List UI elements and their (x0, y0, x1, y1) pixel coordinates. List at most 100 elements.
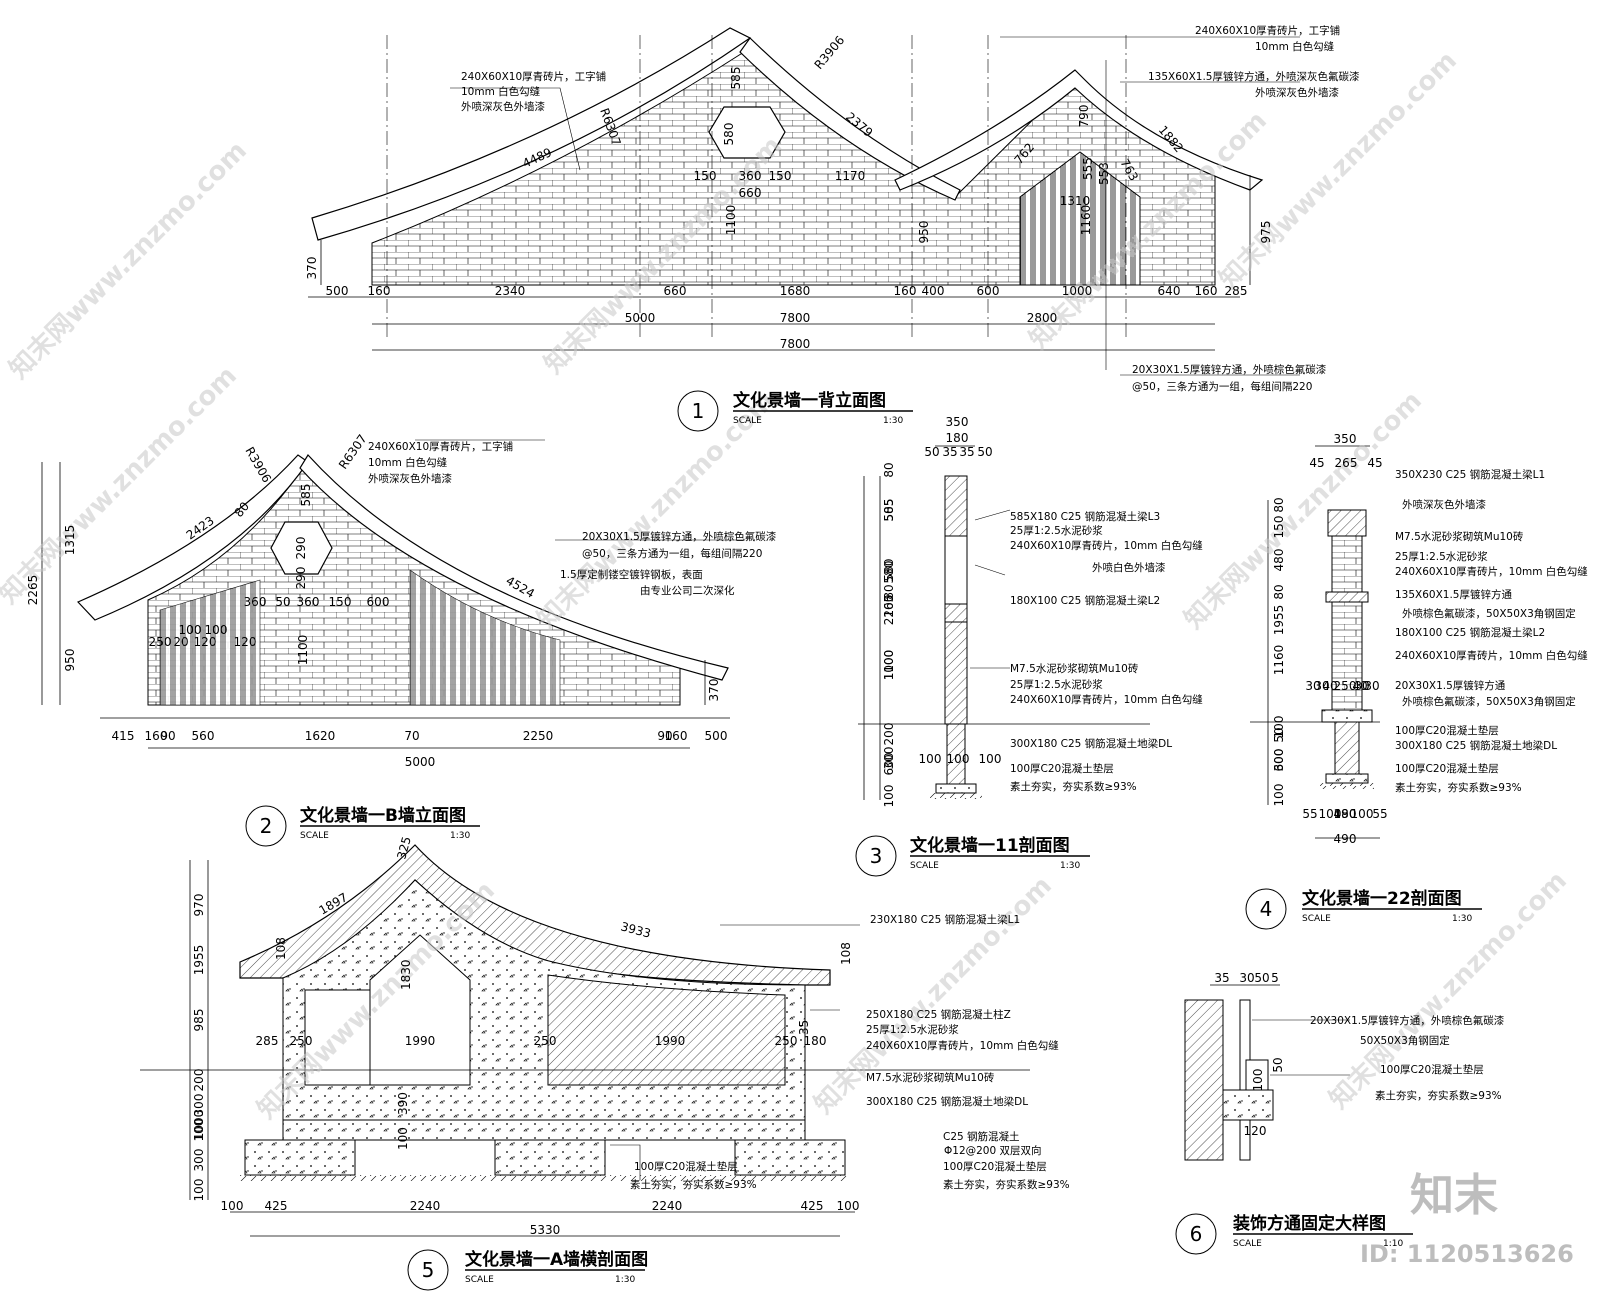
d5-dim-325: 325 (394, 835, 413, 861)
d3-dim-bottom-1: 100 (947, 752, 970, 766)
d2-dim-360b: 360 (297, 595, 320, 609)
d5-dim-row-1: 250 (290, 1034, 313, 1048)
d2-dim-bottom-2: 90 (160, 729, 175, 743)
d1-note-left-0: 240X60X10厚青砖片，工字铺 (461, 70, 606, 83)
d1-dim-bottom-2: 2340 (495, 284, 526, 298)
d5-dim-row-4: 1990 (655, 1034, 686, 1048)
d5-dim-total: 5330 (530, 1223, 561, 1237)
d6-dim-top-1: 30 (1239, 971, 1254, 985)
d2-note-top-1: 10mm 白色勾缝 (368, 456, 448, 469)
d2-dim-150: 150 (329, 595, 352, 609)
d1-dim-bottom-0: 500 (326, 284, 349, 298)
d6-title: 装饰方通固定大样图 (1232, 1213, 1386, 1234)
d4-dim-mid-4: 250 (1334, 679, 1357, 693)
d2-dim-120b: 120 (234, 635, 257, 649)
d2-dim-bottom-3: 560 (192, 729, 215, 743)
d3-wall-upper (944, 535, 968, 605)
d4-dim-bottom-3: 100 (1351, 807, 1374, 821)
d3-note-0: 585X180 C25 钢筋混凝土梁L3 (1010, 510, 1160, 523)
d2-note-right-2: 1.5厚定制镂空镀锌钢板，表面 (560, 568, 703, 581)
d5-dim-100: 100 (396, 1127, 410, 1150)
d5-dim-left-4: 300 (192, 1094, 206, 1117)
d3-dim-350: 350 (946, 415, 969, 429)
d5-dim-1830: 1830 (399, 959, 413, 990)
d3-dim-left-2: 585 (882, 499, 896, 522)
d5-footing-right (734, 1139, 846, 1176)
d4-dim-mid-6: 30 (1364, 679, 1379, 693)
d3-beam-l2 (944, 603, 968, 623)
d1-dim-bottom-5: 160 (894, 284, 917, 298)
d4-dim-left-7: 50 (1272, 727, 1286, 742)
d5-dim-left-3: 200 (192, 1069, 206, 1092)
d2-dim-120a: 120 (194, 635, 217, 649)
d5-dim-row-3: 250 (534, 1034, 557, 1048)
d2-dim-100b: 100 (205, 623, 228, 637)
d1-dim-150a: 150 (694, 169, 717, 183)
d3-dim-top-0: 50 (924, 445, 939, 459)
d2-slat-panel-left (159, 579, 261, 706)
d2-scale: 1:30 (450, 831, 470, 841)
d4-dim-bottom-2: 180 (1334, 807, 1357, 821)
d4-wall-lower (1331, 601, 1363, 711)
d1-dim-total-2: 7800 (780, 311, 811, 325)
d1-dim-1310: 1310 (1060, 194, 1091, 208)
d1-roof-right (739, 37, 961, 201)
d3-dim-180: 180 (946, 431, 969, 445)
d4-note-10: 外喷棕色氟碳漆，50X50X3角钢固定 (1402, 695, 1576, 708)
d2-radius-left: R3906 (242, 445, 274, 486)
d1-radius-right: R3906 (812, 33, 848, 72)
d4-number-circle (1245, 888, 1287, 930)
d1-dim-950: 950 (917, 221, 931, 244)
d6-note-1: 50X50X3角钢固定 (1360, 1034, 1450, 1047)
d3-dim-left-0: 80 (882, 462, 896, 477)
d5-scale: 1:30 (615, 1275, 635, 1285)
d1-title: 文化景墙一背立面图 (733, 390, 886, 411)
d5-dim-left-2: 985 (192, 1009, 206, 1032)
d4-beam-l2 (1325, 591, 1369, 603)
d4-dim-top-2: 45 (1367, 456, 1382, 470)
d2-note-right-0: 20X30X1.5厚镀锌方通，外喷棕色氟碳漆 (582, 530, 777, 543)
d1-dim-360: 360 (739, 169, 762, 183)
drawing-5-a-wall-section (140, 844, 1030, 1237)
d3-dim-left-7: 1100 (882, 650, 896, 681)
d4-dim-mid-5: 30 (1354, 679, 1369, 693)
d4-dim-bottom-4: 55 (1372, 807, 1387, 821)
d1-dim-bottom-11: 285 (1225, 284, 1248, 298)
d3-dim-top-2: 35 (959, 445, 974, 459)
d2-radius-right: R6307 (336, 432, 370, 472)
d1-dim-1100: 1100 (724, 205, 738, 236)
d3-note-8: 300X180 C25 钢筋混凝土地梁DL (1010, 737, 1172, 750)
d5-dim-108b: 108 (839, 942, 853, 965)
d2-dim-bottom-1: 160 (145, 729, 168, 743)
d4-dim-left-3: 80 (1272, 584, 1286, 599)
d5-dim-left-6: 100 (192, 1119, 206, 1142)
d1-dim-total-1: 2800 (1027, 311, 1058, 325)
d5-dim-left-5: 1000 (192, 1110, 206, 1141)
d4-note-2: M7.5水泥砂浆砌筑Mu10砖 (1395, 530, 1524, 543)
d4-dim-top-0: 45 (1309, 456, 1324, 470)
d5-note-6: C25 钢筋混凝土 (943, 1130, 1020, 1143)
d4-dim-mid-3: 30 (1314, 679, 1329, 693)
d1-hexagon-window (708, 106, 786, 159)
d6-scale: 1:10 (1383, 1239, 1403, 1249)
d1-dim-790: 790 (1077, 105, 1091, 128)
d1-note-bottom-1: @50，三条方通为一组，每组间隔220 (1132, 380, 1312, 393)
d3-dim-left-8: 1000 (882, 650, 896, 681)
d3-dim-left-1: 505 (882, 499, 896, 522)
d2-dim-2265: 2265 (26, 575, 40, 606)
d4-dim-left-6: 100 (1272, 716, 1286, 739)
d5-note-10: 素土夯实，夯实系数≥93% (630, 1178, 757, 1191)
d6-dim-50: 50 (1271, 1057, 1285, 1072)
d2-dim-585: 585 (299, 484, 313, 507)
d2-dim-bottom-8: 160 (665, 729, 688, 743)
d5-footing-left (244, 1139, 356, 1176)
d4-note-9: 20X30X1.5厚镀锌方通 (1395, 679, 1506, 692)
d1-note-right-3: 外喷深灰色外墙漆 (1255, 86, 1339, 99)
d3-note-3: 外喷白色外墙漆 (1092, 561, 1166, 574)
d1-dim-150b: 150 (769, 169, 792, 183)
d2-dim-250: 250 (149, 635, 172, 649)
d2-number-circle (245, 805, 287, 847)
d2-scale-label: SCALE (300, 831, 329, 841)
d5-dim-row-5: 250 (775, 1034, 798, 1048)
d3-dim-top-1: 35 (942, 445, 957, 459)
